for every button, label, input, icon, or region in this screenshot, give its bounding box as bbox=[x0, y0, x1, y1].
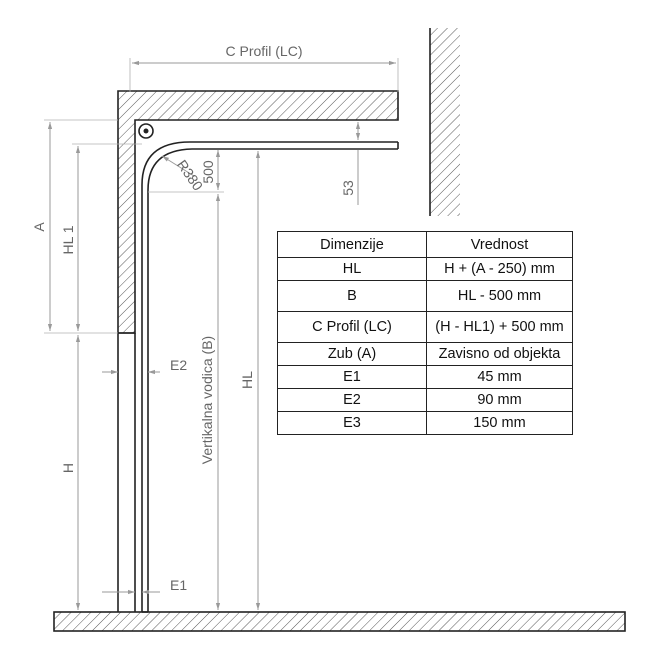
hl-dimension: HL bbox=[239, 151, 261, 610]
e2-label: E2 bbox=[170, 357, 187, 373]
d500-dimension: 500 bbox=[200, 150, 221, 190]
e2-dimension: E2 bbox=[102, 357, 187, 375]
header-vrednost: Vrednost bbox=[426, 231, 573, 258]
table-row: Zub (A) Zavisno od objekta bbox=[277, 342, 573, 366]
header-dimenzije: Dimenzije bbox=[277, 231, 427, 258]
row-value: 90 mm bbox=[426, 388, 573, 412]
row-value: 45 mm bbox=[426, 365, 573, 389]
table-header-row: Dimenzije Vrednost bbox=[277, 231, 573, 258]
a-label: A bbox=[31, 222, 47, 232]
table-row: C Profil (LC) (H - HL1) + 500 mm bbox=[277, 311, 573, 343]
guide-rail bbox=[141, 141, 399, 613]
vertical-guide-label: Vertikalna vodica (B) bbox=[199, 336, 215, 464]
floor bbox=[53, 611, 626, 632]
row-value: HL - 500 mm bbox=[426, 280, 573, 312]
d500-label: 500 bbox=[200, 160, 216, 184]
c-profil-label: C Profil (LC) bbox=[225, 43, 302, 59]
shaft-circle bbox=[138, 123, 154, 139]
door-frame bbox=[117, 332, 136, 612]
table-row: E1 45 mm bbox=[277, 365, 573, 389]
row-name: B bbox=[277, 280, 427, 312]
table-row: E3 150 mm bbox=[277, 411, 573, 435]
table-row: E2 90 mm bbox=[277, 388, 573, 412]
e1-dimension: E1 bbox=[102, 577, 187, 595]
h-label: H bbox=[60, 463, 76, 473]
row-name: E2 bbox=[277, 388, 427, 412]
dimensions-table: Dimenzije Vrednost HL H + (A - 250) mm B… bbox=[277, 231, 573, 435]
row-name: E3 bbox=[277, 411, 427, 435]
row-name: E1 bbox=[277, 365, 427, 389]
row-value: (H - HL1) + 500 mm bbox=[426, 311, 573, 343]
row-name: Zub (A) bbox=[277, 342, 427, 366]
row-name: C Profil (LC) bbox=[277, 311, 427, 343]
hl1-dimension: HL 1 bbox=[60, 143, 142, 331]
row-value: H + (A - 250) mm bbox=[426, 257, 573, 281]
row-name: HL bbox=[277, 257, 427, 281]
row-value: Zavisno od objekta bbox=[426, 342, 573, 366]
row-value: 150 mm bbox=[426, 411, 573, 435]
d53-dimension: 53 bbox=[340, 122, 361, 205]
right-wall bbox=[429, 28, 460, 216]
table-row: HL H + (A - 250) mm bbox=[277, 257, 573, 281]
c-profil-dimension: C Profil (LC) bbox=[129, 43, 399, 92]
vertical-guide-dimension: Vertikalna vodica (B) bbox=[148, 191, 224, 610]
d53-label: 53 bbox=[340, 180, 356, 196]
hl1-label: HL 1 bbox=[60, 225, 76, 254]
hl-label: HL bbox=[239, 371, 255, 389]
e1-label: E1 bbox=[170, 577, 187, 593]
a-dimension: A bbox=[31, 119, 118, 334]
h-dimension: H bbox=[60, 335, 81, 610]
table-row: B HL - 500 mm bbox=[277, 280, 573, 312]
